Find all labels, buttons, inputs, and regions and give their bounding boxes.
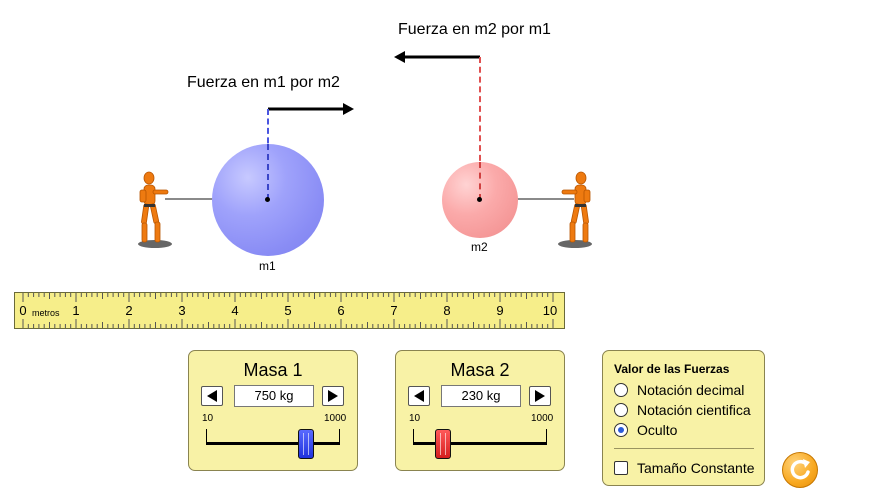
force-on-m2-label: Fuerza en m2 por m1 (398, 21, 551, 38)
force-on-m2-arrow (394, 51, 480, 63)
mass-2-slider-track[interactable] (413, 442, 547, 445)
m2-force-dashed-line-overlay (479, 162, 481, 200)
ruler-number: 4 (231, 303, 239, 318)
force-on-m1-arrow (268, 103, 354, 115)
slider-track-end (546, 429, 547, 443)
mass-1-title: Masa 1 (243, 360, 303, 380)
m2-label: m2 (471, 240, 488, 254)
constant-size-label: Tamaño Constante (637, 460, 755, 476)
mass-1-slider-track[interactable] (206, 442, 340, 445)
ruler-number: 9 (496, 303, 504, 318)
option-scientific-label: Notación cientifica (637, 402, 751, 418)
mannequin-icon (138, 171, 172, 248)
mass-2-panel: Masa 2 230 kg 10 1000 (395, 350, 565, 471)
left-arrow-icon (414, 390, 424, 402)
m1-center-dot (265, 197, 270, 202)
right-rope (516, 198, 574, 200)
m1-force-dashed-line-overlay (267, 144, 269, 200)
ruler-ticks (22, 293, 554, 328)
slider-track-end (206, 429, 207, 443)
slider-track-end (339, 429, 340, 443)
option-decimal-label: Notación decimal (637, 382, 745, 398)
force-on-m1-label: Fuerza en m1 por m2 (187, 74, 340, 91)
ruler-number: 2 (125, 303, 133, 318)
reset-button[interactable] (782, 452, 818, 488)
ruler-number: 1 (72, 303, 80, 318)
constant-size-option[interactable]: Tamaño Constante (614, 460, 755, 476)
divider (614, 448, 754, 449)
ruler-number: 7 (390, 303, 398, 318)
radio-selected-dot (618, 427, 624, 433)
right-arrow-icon (535, 390, 545, 402)
m2-center-dot (477, 197, 482, 202)
force-values-panel: Valor de las Fuerzas Notación decimal No… (602, 350, 765, 486)
mass-2-slider-thumb[interactable] (434, 429, 451, 459)
mass-2-value: 230 kg (441, 385, 521, 407)
mass-1-decrease-button[interactable] (201, 386, 223, 406)
mass-1-slider-thumb[interactable] (298, 429, 315, 459)
mass-1-min-label: 10 (202, 413, 214, 424)
ruler-number: 6 (337, 303, 345, 318)
radio-scientific[interactable] (614, 403, 628, 417)
mass-2-min-label: 10 (409, 413, 421, 424)
option-scientific-notation[interactable]: Notación cientifica (614, 402, 751, 418)
m2-force-dashed-line (479, 57, 481, 200)
mass-1-value: 750 kg (234, 385, 314, 407)
left-rope (165, 198, 215, 200)
mass-2-title: Masa 2 (450, 360, 510, 380)
reset-icon (790, 459, 810, 480)
radio-hidden-selected[interactable] (614, 423, 628, 437)
ruler-number: 5 (284, 303, 292, 318)
mass-2-max-label: 1000 (531, 413, 554, 424)
mass-1-panel: Masa 1 750 kg 10 1000 (188, 350, 358, 471)
mass-1-increase-button[interactable] (322, 386, 344, 406)
option-decimal-notation[interactable]: Notación decimal (614, 382, 744, 398)
ruler-number: 3 (178, 303, 186, 318)
option-hidden[interactable]: Oculto (614, 422, 677, 438)
ruler-number: 0 (19, 303, 27, 318)
mass-1-max-label: 1000 (324, 413, 347, 424)
ruler-number: 8 (443, 303, 451, 318)
slider-track-end (413, 429, 414, 443)
constant-size-checkbox[interactable] (614, 461, 628, 475)
ruler-unit-label: metros (32, 308, 60, 318)
mass-2-decrease-button[interactable] (408, 386, 430, 406)
right-arrow-icon (328, 390, 338, 402)
distance-ruler[interactable]: 0 1 2 3 4 5 6 7 8 9 10 metros (14, 292, 565, 329)
radio-decimal[interactable] (614, 383, 628, 397)
option-hidden-label: Oculto (637, 422, 678, 438)
m1-label: m1 (259, 259, 276, 273)
mass-2-increase-button[interactable] (529, 386, 551, 406)
mannequin-icon (558, 171, 592, 248)
force-values-title: Valor de las Fuerzas (614, 362, 730, 376)
ruler-number: 10 (542, 303, 558, 318)
left-arrow-icon (207, 390, 217, 402)
